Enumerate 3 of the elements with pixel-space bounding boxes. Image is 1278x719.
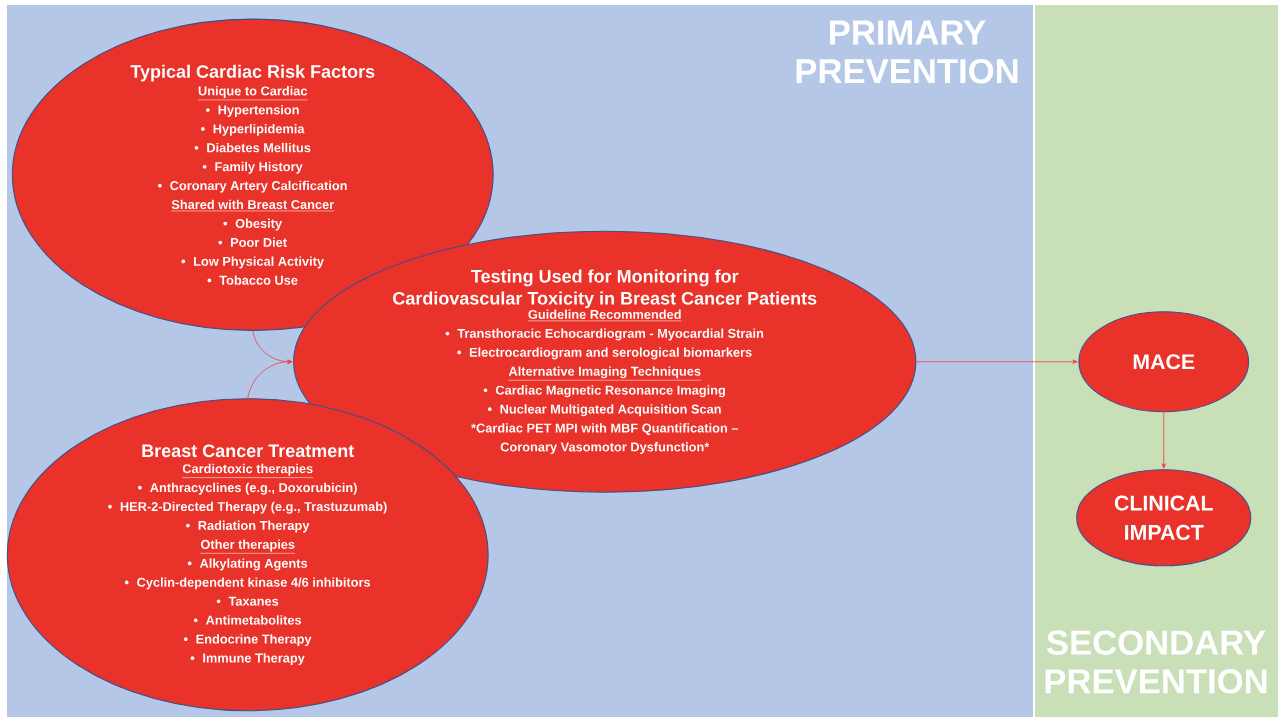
arrow <box>247 359 293 399</box>
arrow <box>916 359 1078 364</box>
arrow <box>1161 411 1166 469</box>
